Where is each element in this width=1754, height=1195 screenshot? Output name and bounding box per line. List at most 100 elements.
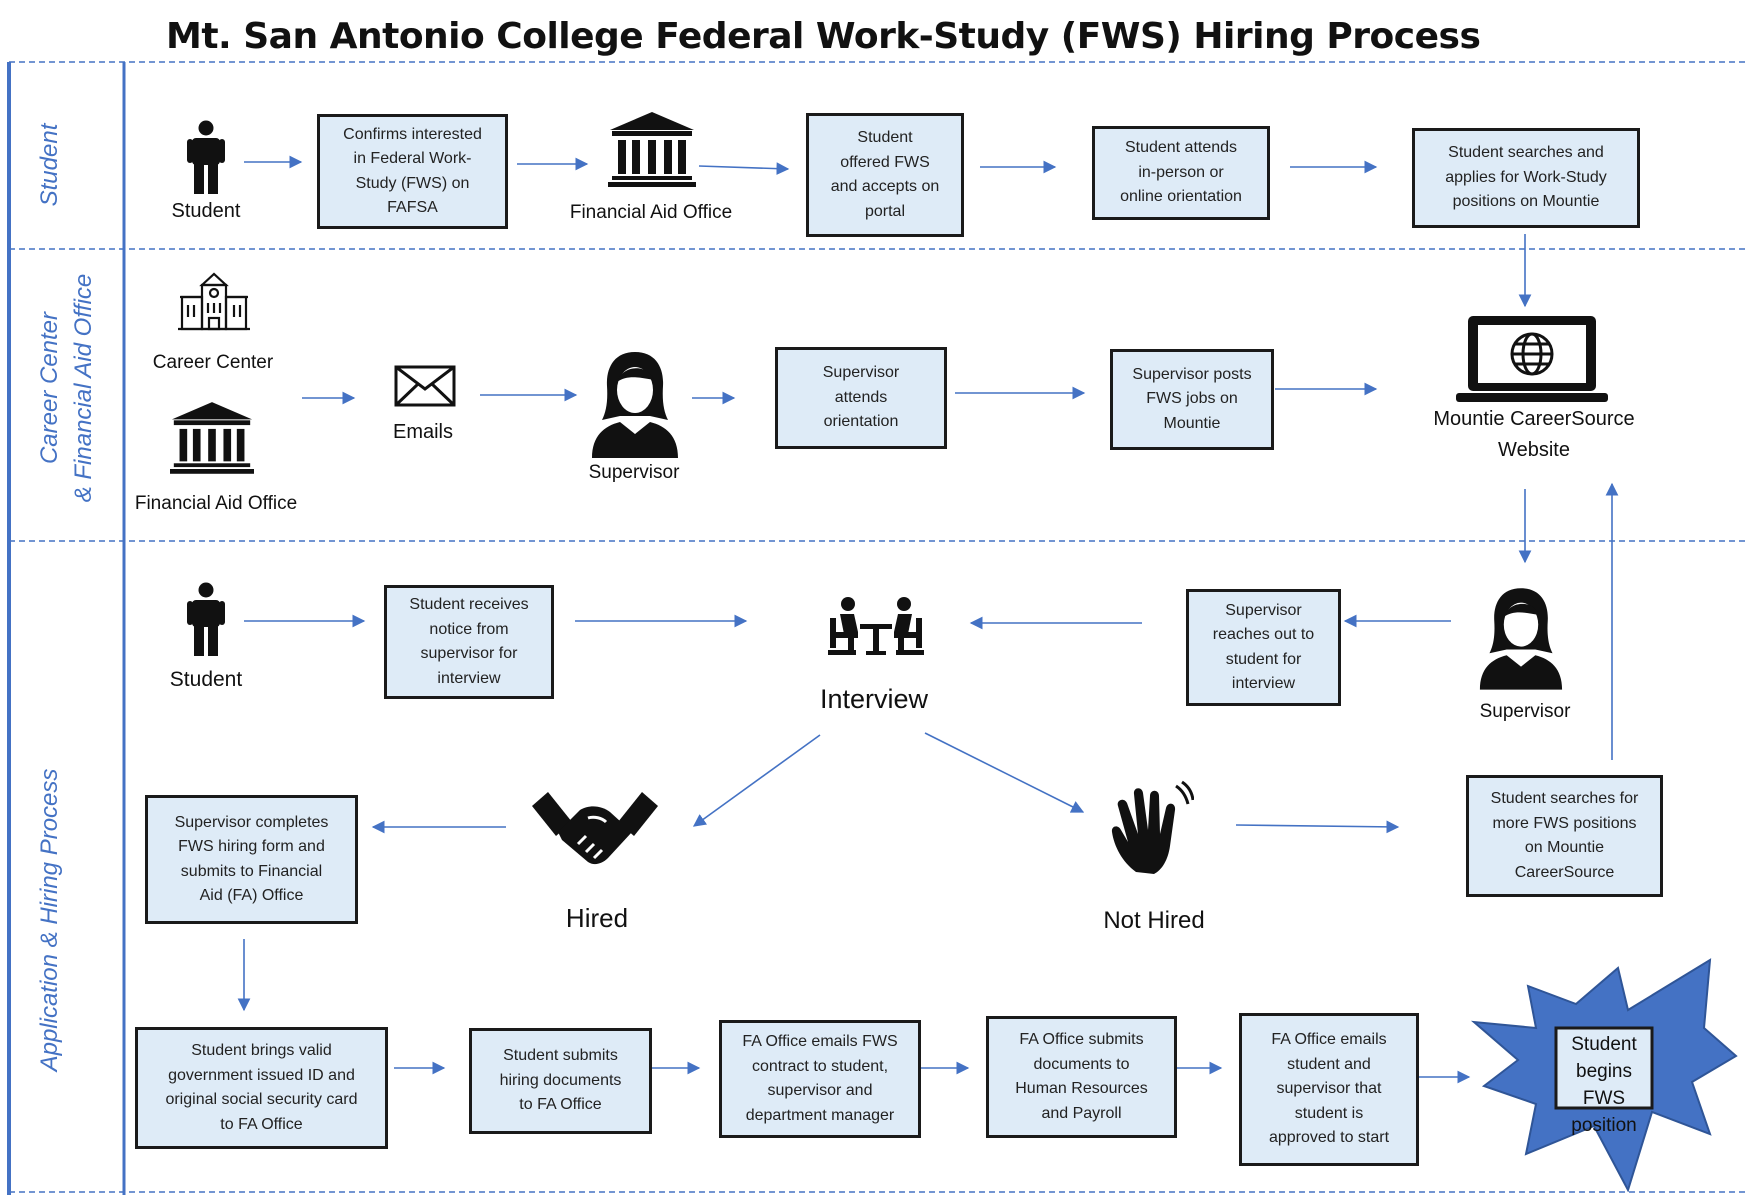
step-text: CareerSource <box>1514 863 1615 881</box>
step-text: Student searches and <box>1448 144 1604 162</box>
step-text: department manager <box>745 1106 895 1124</box>
step-text: Student attends <box>1124 139 1238 157</box>
flow-arrows <box>237 155 1619 1084</box>
step-text: notice from <box>429 620 509 638</box>
lane-label-career-fa: Career Center & Financial Aid Office <box>33 274 101 503</box>
step-text: attends <box>834 388 888 406</box>
bank-building-icon <box>170 402 254 474</box>
step-text: Student searches for <box>1490 790 1639 807</box>
step-text: reaches out to <box>1212 626 1315 643</box>
label-supervisor-low: Supervisor <box>1479 701 1571 722</box>
step-text: portal <box>864 202 906 220</box>
step-text: position <box>1571 1115 1637 1136</box>
label-interview: Interview <box>819 684 929 714</box>
step-search-more: Student searches for more FWS positions on… <box>1466 775 1663 897</box>
lane-label-career-line2: & Financial Aid Office <box>70 273 97 503</box>
step-text: FA Office emails <box>1271 1031 1387 1049</box>
label-emails: Emails <box>392 421 454 443</box>
step-text: Student submits <box>503 1047 618 1065</box>
step-text: approved to start <box>1268 1129 1390 1147</box>
label-financial-aid-mid: Financial Aid Office <box>134 493 298 514</box>
step-text: Supervisor <box>822 364 900 382</box>
step-supervisor-reaches-out: Supervisor reaches out to student for inter… <box>1186 589 1341 706</box>
person-icon <box>187 120 225 194</box>
step-text: FAFSA <box>387 199 438 216</box>
step-brings-id: Student brings valid government issued ID… <box>135 1027 388 1149</box>
lane-label-application-text: Application & Hiring Process <box>36 768 63 1072</box>
step-text: interview <box>1231 675 1296 692</box>
step-text: more FWS positions <box>1492 814 1637 832</box>
laptop-globe-icon <box>1456 316 1608 402</box>
step-text: in-person or <box>1138 163 1224 181</box>
step-text: Student <box>857 129 913 146</box>
step-text: FWS hiring form and <box>178 838 325 855</box>
label-hired: Hired <box>565 903 629 933</box>
step-text: submits to Financial <box>180 862 323 880</box>
lane-label-student-text: Student <box>36 123 63 207</box>
step-text: orientation <box>823 413 899 431</box>
step-text: Supervisor completes <box>174 813 329 831</box>
step-text: Supervisor <box>1225 601 1302 619</box>
step-text: and accepts on <box>830 178 940 195</box>
interview-meeting-icon <box>828 597 924 655</box>
waving-hand-icon <box>1111 780 1194 874</box>
step-text: Mountie <box>1163 414 1221 432</box>
step-text: contract to student, <box>751 1057 889 1075</box>
label-career-center: Career Center <box>152 352 274 373</box>
step-emails-contract: FA Office emails FWS contract to student,… <box>719 1020 921 1138</box>
starburst-shape <box>1470 958 1738 1192</box>
step-text: government issued ID and <box>168 1066 355 1084</box>
step-text: FA Office submits <box>1019 1031 1144 1048</box>
page-title: Mt. San Antonio College Federal Work-Stu… <box>166 16 1481 57</box>
step-submits-hr: FA Office submits documents to Human Resou… <box>986 1016 1177 1138</box>
step-text: Supervisor posts <box>1132 365 1252 383</box>
step-text: Aid (FA) Office <box>199 887 304 904</box>
step-text: documents to <box>1033 1055 1130 1073</box>
step-text: supervisor that <box>1276 1080 1382 1098</box>
label-supervisor-mid: Supervisor <box>588 462 680 483</box>
step-text: and Payroll <box>1041 1104 1122 1122</box>
step-text: original social security card <box>165 1091 358 1108</box>
step-text: applies for Work-Study <box>1445 168 1607 186</box>
lane-label-career-line1: Career Center <box>36 311 63 465</box>
label-student-low: Student <box>169 668 243 691</box>
lane-label-application: Application & Hiring Process <box>33 769 67 1072</box>
label-student-top: Student <box>171 200 241 222</box>
person-icon <box>187 582 225 656</box>
label-not-hired: Not Hired <box>1103 907 1205 934</box>
step-text: student is <box>1294 1104 1364 1122</box>
label-financial-aid-top: Financial Aid Office <box>569 202 733 223</box>
step-text: begins FWS <box>1576 1061 1632 1109</box>
step-text: supervisor for <box>420 645 518 662</box>
woman-avatar-icon <box>1479 588 1563 690</box>
step-receives-notice: Student receives notice from supervisor fo… <box>384 585 554 699</box>
step-supervisor-orientation: Supervisor attends orientation <box>775 347 947 449</box>
step-text: FA Office emails FWS <box>742 1033 898 1050</box>
step-text: Student brings valid <box>191 1042 332 1059</box>
step-text: to FA Office <box>220 1115 303 1133</box>
step-text: supervisor and <box>767 1082 873 1099</box>
handshake-icon <box>532 792 658 865</box>
step-text: FWS jobs on <box>1146 390 1238 408</box>
step-text: Student receives <box>409 596 529 613</box>
lane-borders <box>7 61 1745 1195</box>
step-text: offered FWS <box>840 153 930 171</box>
step-text: student for <box>1225 650 1302 668</box>
label-website-line2: Website <box>1498 439 1570 461</box>
step-text: Human Resources <box>1015 1080 1148 1097</box>
label-website-line1: Mountie CareerSource <box>1433 408 1635 430</box>
step-begins-position: Student begins FWS position <box>1556 1031 1652 1139</box>
step-search-apply: Student searches and applies for Work-Stu… <box>1412 128 1640 228</box>
step-text: on Mountie <box>1524 839 1605 856</box>
envelope-icon <box>394 365 456 407</box>
bank-building-icon <box>608 112 696 187</box>
step-text: to FA Office <box>519 1096 602 1114</box>
lane-label-student: Student <box>33 124 67 207</box>
